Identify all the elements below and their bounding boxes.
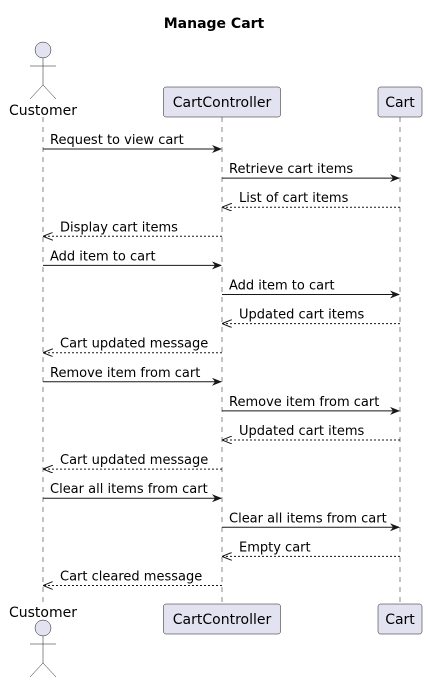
- message-label: Retrieve cart items: [229, 162, 353, 177]
- actor-figure-top-customer: [29, 41, 57, 100]
- diagram-title: Manage Cart: [164, 16, 265, 32]
- actor-figure-bottom-customer: [29, 619, 57, 678]
- participant-rect: [377, 86, 423, 118]
- message-label: Clear all items from cart: [229, 511, 387, 526]
- message-10: Remove item from cart: [222, 395, 400, 415]
- participants-bottom: Customer CartController Cart: [9, 603, 423, 678]
- message-label: Updated cart items: [239, 308, 365, 323]
- participant-rect: [377, 603, 423, 635]
- participant-label-bottom-customer: Customer: [9, 605, 77, 621]
- message-5: Add item to cart: [43, 249, 222, 270]
- message-16: Cart cleared message: [44, 570, 222, 586]
- message-label: Remove item from cart: [229, 395, 379, 410]
- message-label: Cart updated message: [60, 337, 208, 352]
- message-15: Empty cart: [223, 540, 400, 556]
- message-12: Cart updated message: [44, 453, 222, 469]
- message-8: Cart updated message: [44, 337, 222, 353]
- actor-leg-left: [29, 662, 44, 678]
- message-label: Empty cart: [239, 540, 311, 555]
- message-7: Updated cart items: [223, 308, 400, 324]
- message-label: Updated cart items: [239, 424, 365, 439]
- participant-label-top-cart: Cart: [385, 95, 415, 111]
- participant-box-bottom-cart: Cart: [377, 603, 423, 635]
- message-2: Retrieve cart items: [222, 162, 400, 183]
- message-3: List of cart items: [223, 191, 400, 207]
- message-label: Add item to cart: [229, 279, 335, 294]
- participants-top: Customer CartController Cart: [9, 41, 423, 119]
- message-6: Add item to cart: [222, 279, 400, 299]
- message-4: Display cart items: [44, 220, 222, 236]
- actor-leg-left: [29, 84, 44, 100]
- message-label: Cart updated message: [60, 453, 208, 468]
- participant-rect: [163, 86, 281, 118]
- participant-box-top-controller: CartController: [163, 86, 281, 118]
- message-label: Cart cleared message: [60, 570, 202, 585]
- participant-label-top-customer: Customer: [9, 103, 77, 119]
- message-label: Clear all items from cart: [50, 482, 208, 497]
- actor-leg-right: [42, 662, 57, 678]
- message-14: Clear all items from cart: [222, 511, 400, 532]
- actor-head: [34, 619, 52, 637]
- message-label: Remove item from cart: [50, 366, 200, 381]
- participant-rect: [163, 603, 281, 635]
- lifelines: [42, 117, 401, 604]
- message-13: Clear all items from cart: [43, 482, 222, 503]
- message-label: Display cart items: [60, 220, 178, 235]
- message-1: Request to view cart: [43, 133, 222, 153]
- participant-label-bottom-cart: Cart: [385, 612, 415, 628]
- participant-box-bottom-controller: CartController: [163, 603, 281, 635]
- message-9: Remove item from cart: [43, 366, 222, 386]
- participant-box-top-cart: Cart: [377, 86, 423, 118]
- actor-leg-right: [42, 84, 57, 100]
- message-11: Updated cart items: [223, 424, 400, 440]
- participant-label-top-controller: CartController: [173, 95, 272, 111]
- message-label: List of cart items: [239, 191, 349, 206]
- message-label: Add item to cart: [50, 249, 156, 264]
- participant-label-bottom-controller: CartController: [173, 612, 272, 628]
- actor-head: [34, 41, 52, 59]
- message-label: Request to view cart: [50, 133, 184, 148]
